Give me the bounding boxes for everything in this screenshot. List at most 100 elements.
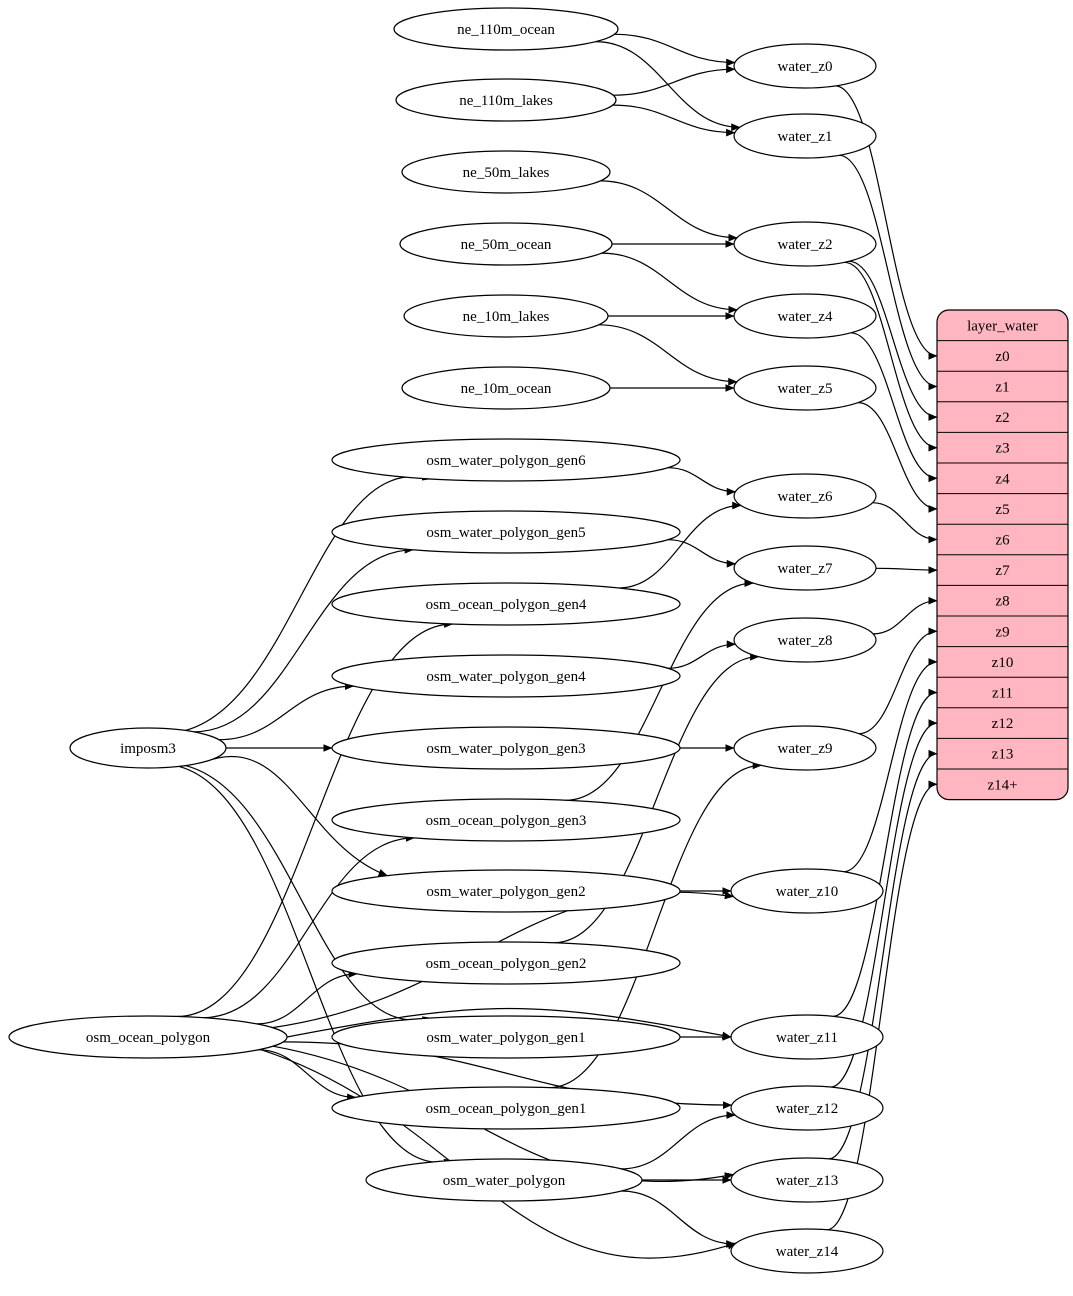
node-ellipse-imposm3 — [69, 727, 227, 769]
node-water_z9: water_z9 — [733, 725, 877, 771]
edge-osm_ocean_polygon-to-osm_ocean_polygon_gen1 — [258, 1049, 357, 1102]
node-ellipse-ne_10m_lakes — [403, 294, 609, 338]
edge-water_z0-to-layer_water-z0 — [835, 85, 938, 360]
node-ellipse-osm_water_polygon_gen3 — [331, 726, 681, 770]
node-label-water_z12: water_z12 — [776, 1101, 838, 1117]
node-label-water_z10: water_z10 — [776, 884, 838, 900]
node-label-osm_water_polygon_gen4: osm_water_polygon_gen4 — [426, 669, 586, 685]
node-label-ne_110m_ocean: ne_110m_ocean — [457, 22, 555, 38]
node-water_z10: water_z10 — [730, 868, 884, 914]
node-water_z2: water_z2 — [733, 221, 877, 267]
node-label-ne_50m_ocean: ne_50m_ocean — [461, 237, 552, 253]
edge-osm_ocean_polygon_gen1-to-water_z9 — [548, 761, 762, 1089]
edge-water_z7-to-layer_water-z7 — [875, 566, 938, 574]
node-label-osm_ocean_polygon_gen2: osm_ocean_polygon_gen2 — [426, 956, 587, 972]
record-row-label-z3: z3 — [995, 441, 1009, 457]
node-osm_water_polygon: osm_water_polygon — [365, 1158, 643, 1202]
edge-osm_ocean_polygon-to-osm_ocean_polygon_gen3 — [202, 834, 416, 1019]
edge-ne_110m_lakes-to-water_z0 — [613, 65, 736, 96]
node-label-imposm3: imposm3 — [120, 741, 176, 757]
node-label-water_z7: water_z7 — [778, 561, 833, 577]
node-osm_water_polygon_gen6: osm_water_polygon_gen6 — [331, 438, 681, 482]
node-water_z6: water_z6 — [733, 473, 877, 519]
node-ellipse-water_z6 — [733, 473, 877, 519]
edge-ne_50m_lakes-to-water_z2 — [600, 180, 738, 242]
node-ellipse-water_z12 — [730, 1085, 884, 1131]
node-ellipse-water_z10 — [730, 868, 884, 914]
node-ne_110m_ocean: ne_110m_ocean — [393, 7, 619, 51]
edge-osm_ocean_polygon-to-water_z11 — [286, 1007, 732, 1040]
node-label-osm_water_polygon_gen5: osm_water_polygon_gen5 — [426, 525, 585, 541]
edge-water_z8-to-layer_water-z8 — [873, 596, 938, 635]
edge-water_z9-to-layer_water-z9 — [858, 627, 938, 735]
node-label-ne_50m_lakes: ne_50m_lakes — [463, 165, 550, 181]
node-label-water_z8: water_z8 — [778, 633, 833, 649]
node-label-osm_water_polygon: osm_water_polygon — [443, 1173, 566, 1189]
edge-water_z14-to-layer_water-z14+ — [826, 780, 938, 1231]
node-water_z0: water_z0 — [733, 43, 877, 89]
node-label-water_z1: water_z1 — [778, 129, 833, 145]
node-water_z5: water_z5 — [733, 365, 877, 411]
edge-ne_110m_lakes-to-water_z1 — [612, 104, 736, 137]
node-osm_ocean_polygon_gen4: osm_ocean_polygon_gen4 — [331, 582, 681, 626]
node-label-osm_water_polygon_gen2: osm_water_polygon_gen2 — [426, 884, 585, 900]
node-label-osm_ocean_polygon: osm_ocean_polygon — [86, 1030, 211, 1046]
node-ellipse-osm_water_polygon_gen5 — [331, 510, 681, 554]
nodes-layer: ne_110m_ocean ne_110m_lakes ne_50m_lakesne… — [8, 7, 884, 1274]
node-ne_50m_lakes: ne_50m_lakes — [401, 150, 611, 194]
node-ellipse-water_z4 — [733, 293, 877, 339]
node-ellipse-water_z14 — [730, 1228, 884, 1274]
node-water_z8: water_z8 — [733, 617, 877, 663]
node-label-water_z14: water_z14 — [776, 1244, 839, 1260]
node-ellipse-ne_50m_lakes — [401, 150, 611, 194]
node-water_z14: water_z14 — [730, 1228, 884, 1274]
edge-ne_50m_ocean-to-water_z4 — [601, 252, 738, 314]
edge-imposm3-to-osm_water_polygon_gen6 — [185, 473, 432, 731]
record-row-label-z0: z0 — [995, 349, 1009, 365]
edge-osm_ocean_polygon-to-osm_ocean_polygon_gen2 — [256, 970, 358, 1025]
node-ellipse-osm_ocean_polygon_gen2 — [331, 941, 681, 985]
record-row-label-z6: z6 — [995, 533, 1010, 549]
node-label-osm_ocean_polygon_gen3: osm_ocean_polygon_gen3 — [426, 813, 587, 829]
node-ellipse-osm_water_polygon_gen4 — [331, 654, 681, 698]
record-row-label-z2: z2 — [995, 410, 1009, 426]
node-label-water_z13: water_z13 — [776, 1173, 838, 1189]
record-row-label-z14+: z14+ — [987, 777, 1017, 793]
node-label-osm_water_polygon_gen1: osm_water_polygon_gen1 — [426, 1030, 585, 1046]
node-label-water_z0: water_z0 — [778, 59, 833, 75]
record-row-label-z13: z13 — [992, 747, 1014, 763]
edge-imposm3-to-osm_water_polygon_gen1 — [185, 765, 432, 1024]
edge-osm_ocean_polygon-to-water_z13 — [272, 1045, 734, 1183]
node-water_z7: water_z7 — [733, 545, 877, 591]
edge-ne_10m_lakes-to-water_z5 — [598, 324, 738, 386]
record-layer_water: layer_waterz0z1z2z3z4z5z6z7z8z9z10z11z12… — [936, 309, 1069, 801]
record-row-label-z8: z8 — [995, 594, 1009, 610]
edge-water_z13-to-layer_water-z13 — [828, 749, 938, 1160]
record-row-label-z9: z9 — [995, 624, 1009, 640]
node-ellipse-water_z7 — [733, 545, 877, 591]
node-label-water_z11: water_z11 — [776, 1030, 838, 1046]
node-label-water_z2: water_z2 — [778, 237, 833, 253]
node-water_z1: water_z1 — [733, 113, 877, 159]
edge-imposm3-to-osm_water_polygon — [178, 765, 454, 1167]
edge-imposm3-to-osm_water_polygon_gen4 — [218, 682, 355, 741]
edge-osm_water_polygon-to-water_z14 — [621, 1190, 736, 1248]
node-ellipse-water_z1 — [733, 113, 877, 159]
node-ellipse-osm_ocean_polygon_gen4 — [331, 582, 681, 626]
edge-osm_ocean_polygon-to-osm_ocean_polygon_gen4 — [177, 620, 454, 1018]
node-ellipse-water_z9 — [733, 725, 877, 771]
node-ellipse-osm_water_polygon_gen1 — [331, 1015, 681, 1059]
record-header-label: layer_water — [967, 318, 1038, 334]
node-label-ne_110m_lakes: ne_110m_lakes — [459, 93, 553, 109]
edge-water_z5-to-layer_water-z5 — [858, 402, 938, 513]
record-row-label-z11: z11 — [992, 686, 1013, 702]
edge-water_z6-to-layer_water-z6 — [872, 502, 938, 544]
node-ellipse-water_z0 — [733, 43, 877, 89]
node-ellipse-water_z11 — [730, 1014, 884, 1060]
node-ellipse-osm_ocean_polygon_gen1 — [331, 1086, 681, 1130]
node-label-ne_10m_lakes: ne_10m_lakes — [463, 309, 550, 325]
node-osm_ocean_polygon: osm_ocean_polygon — [8, 1015, 288, 1059]
node-ellipse-osm_water_polygon_gen2 — [331, 869, 681, 913]
record-row-label-z5: z5 — [995, 502, 1009, 518]
